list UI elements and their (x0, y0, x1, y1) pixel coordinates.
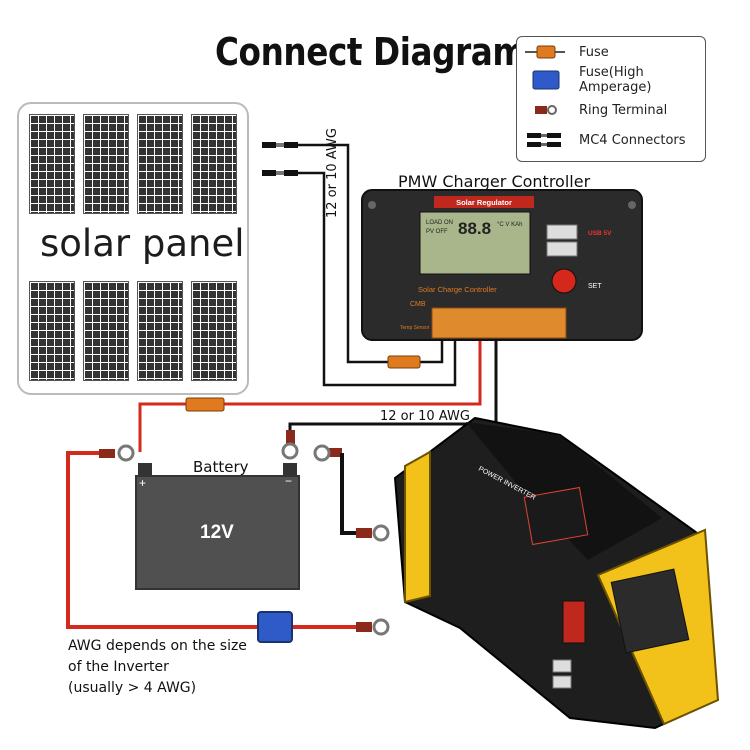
controller-top-label: Solar Regulator (456, 198, 512, 207)
lcd-digits: 88.8 (458, 219, 491, 238)
lcd-display (419, 211, 531, 275)
solar-cell (29, 281, 75, 381)
inverter-display (523, 486, 589, 546)
awg-note-line: of the Inverter (68, 659, 169, 675)
fuse-icon (525, 43, 565, 61)
diagram-title: Connect Diagram (215, 30, 527, 74)
ring-terminal-icon (99, 444, 135, 462)
power-inverter: POWER INVERTER (393, 416, 720, 730)
solar-panel-label: solar panel (40, 222, 245, 265)
temp-label: Temp Sensor (400, 325, 430, 331)
solar-cell (191, 281, 237, 381)
lcd-units: °C V KAh (497, 222, 522, 228)
legend-item-high-amperage-fuse: Fuse(High Amperage) (525, 65, 705, 95)
solar-cell (29, 114, 75, 214)
wire-gauge-label-vertical: 12 or 10 AWG (325, 128, 340, 218)
outlet-socket (610, 568, 690, 654)
solar-cell (191, 114, 237, 214)
legend: Fuse Fuse(High Amperage) Ring Terminal M… (516, 36, 706, 162)
battery-plus-sign: + (139, 476, 147, 490)
legend-label: Ring Terminal (579, 102, 668, 118)
fuse-icon (185, 397, 225, 412)
legend-label: MC4 Connectors (579, 132, 686, 148)
high-amperage-fuse-icon (257, 611, 293, 643)
cmb-label: CMB (410, 301, 426, 308)
charge-controller: Solar Regulator LOAD ON PV OFF 88.8 °C V… (361, 189, 643, 341)
battery-label: Battery (193, 458, 249, 476)
terminal-block (431, 307, 567, 339)
legend-label: Fuse (579, 44, 609, 60)
legend-item-mc4: MC4 Connectors (525, 129, 686, 151)
solar-cell (137, 114, 183, 214)
controller-bottom-label: Solar Charge Controller (418, 285, 497, 294)
mc4-connector-icon (525, 131, 565, 149)
battery (135, 475, 300, 590)
legend-item-ring-terminal: Ring Terminal (525, 99, 667, 121)
solar-cell (137, 281, 183, 381)
inverter-negative-wire (340, 453, 356, 535)
awg-note-line: AWG depends on the size (68, 638, 247, 654)
solar-cell (83, 114, 129, 214)
ring-terminal-icon (525, 101, 565, 119)
inverter-positive-wire (66, 451, 258, 629)
lcd-pv: PV OFF (426, 229, 448, 235)
set-button (551, 268, 577, 294)
ring-terminal-icon (313, 444, 342, 462)
legend-label: Fuse(High Amperage) (579, 65, 652, 95)
ring-terminal-icon (281, 430, 299, 460)
lcd-load: LOAD ON (426, 220, 453, 226)
solar-cell (83, 281, 129, 381)
battery-positive-wire (224, 336, 482, 406)
ring-terminal-icon (356, 524, 390, 542)
battery-negative-terminal (283, 463, 297, 476)
usb-label: USB 5V (588, 230, 612, 237)
battery-positive-terminal (138, 463, 152, 476)
power-switch (562, 600, 586, 644)
mc4-connector-pair (262, 142, 298, 176)
battery-minus-sign: − (285, 474, 293, 488)
panel-wires (298, 143, 457, 387)
battery-voltage: 12V (200, 522, 234, 543)
high-amperage-fuse-icon (525, 70, 565, 90)
controller-caption: PMW Charger Controller (398, 172, 591, 191)
legend-item-fuse: Fuse (525, 41, 609, 63)
ring-terminal-icon (356, 618, 390, 636)
wire-gauge-label-horizontal: 12 or 10 AWG (380, 409, 470, 424)
solar-panel (17, 102, 249, 395)
set-label: SET (588, 283, 602, 290)
battery-positive-wire (138, 402, 186, 452)
fuse-icon (387, 355, 421, 369)
awg-note-line: (usually > 4 AWG) (68, 680, 197, 696)
awg-note: AWG depends on the size of the Inverter … (68, 636, 247, 699)
